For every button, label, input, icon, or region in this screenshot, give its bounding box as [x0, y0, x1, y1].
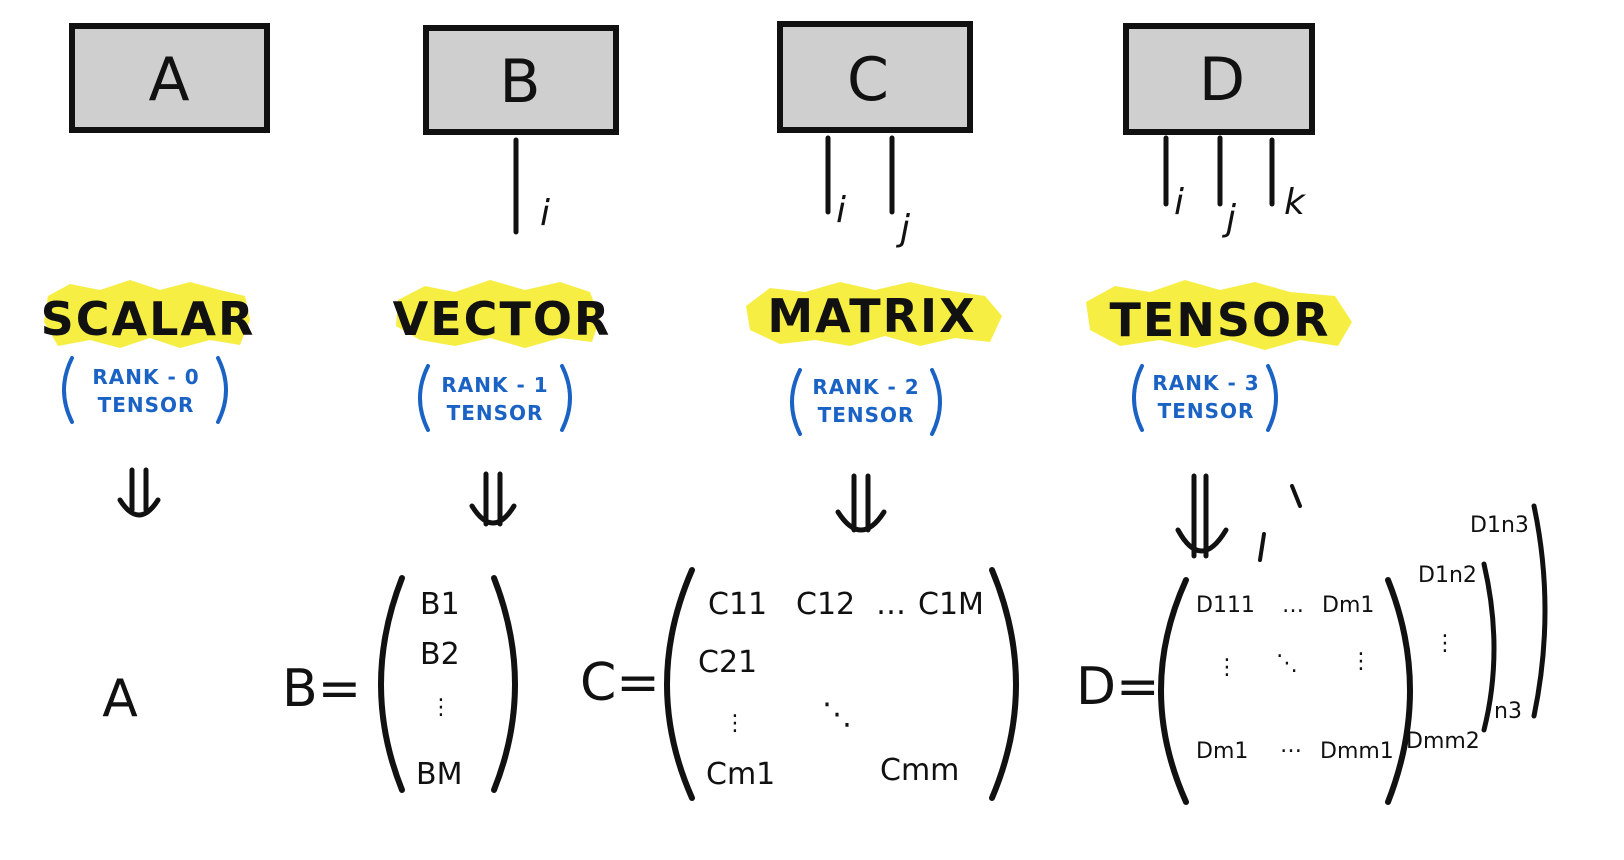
rank-paren-left-c: [790, 368, 802, 436]
tensor-dmm2: Dmm2: [1406, 729, 1480, 754]
vector-element-2: B2: [420, 637, 460, 672]
back-bracket-ticks: [1258, 484, 1302, 562]
box-c-label: C: [847, 45, 889, 115]
index-c-i: i: [836, 190, 846, 231]
matrix-paren-right: [989, 567, 1019, 801]
title-scalar: SCALAR: [41, 292, 256, 346]
rank-vector-line2: TENSOR: [447, 401, 544, 425]
box-a: [69, 23, 270, 133]
matrix-c12: C12: [796, 587, 855, 622]
index-d-k: k: [1284, 182, 1307, 223]
tensor-paren-right-mid: [1481, 561, 1497, 733]
title-matrix: MATRIX: [767, 289, 976, 343]
box-b: [423, 25, 619, 135]
rank-paren-left-a: [62, 356, 74, 424]
title-tensor: TENSOR: [1110, 293, 1331, 347]
index-b-i: i: [540, 193, 550, 234]
matrix-ddots: ⋱: [822, 697, 852, 732]
tensor-front-hdots-top: …: [1282, 593, 1304, 618]
scalar-value: A: [102, 669, 138, 729]
rank-tensor-line2: TENSOR: [1158, 399, 1255, 423]
matrix-row1-dots: …: [876, 587, 906, 622]
highlight-scalar: [44, 280, 250, 348]
highlight-matrix: [746, 282, 1002, 346]
tensor-paren-left: [1158, 577, 1189, 805]
arrow-tensor: [1175, 473, 1229, 559]
rank-matrix-line1: RANK - 2: [812, 375, 919, 399]
column-vector: B i VECTOR RANK - 1 TENSOR B= B1 B2 ⋮ BM: [282, 25, 619, 793]
box-d: [1123, 23, 1315, 135]
index-d-j: j: [1221, 198, 1236, 239]
vector-paren-right: [491, 575, 518, 793]
highlight-tensor: [1086, 280, 1352, 350]
tensor-d1n3: D1n3: [1470, 513, 1529, 538]
arrow-matrix: [835, 473, 887, 533]
vector-element-1: B1: [420, 587, 460, 622]
box-d-label: D: [1199, 45, 1245, 115]
index-c-j: j: [895, 208, 910, 249]
tensor-paren-right-front: [1385, 577, 1413, 805]
tensor-back-bottom: n3: [1494, 699, 1522, 724]
highlight-vector: [396, 280, 600, 348]
tensor-mid-vdots: ⋮: [1434, 631, 1456, 656]
index-d-i: i: [1174, 182, 1184, 223]
matrix-vdots: ⋮: [724, 711, 746, 736]
matrix-c11: C11: [708, 587, 767, 622]
vector-lhs: B=: [282, 659, 361, 719]
tensor-front-ddots: ⋱: [1276, 651, 1298, 676]
arrow-scalar: [117, 467, 161, 518]
matrix-c21: C21: [698, 645, 757, 680]
box-c: [777, 21, 973, 133]
rank-scalar-line1: RANK - 0: [92, 365, 199, 389]
matrix-c1m: C1M: [918, 587, 984, 622]
tensor-paren-right-back: [1531, 503, 1548, 719]
box-a-label: A: [148, 45, 189, 115]
column-matrix: C i j MATRIX RANK - 2 TENSOR C= C11 C12 …: [580, 21, 1019, 801]
tensor-front-hdots-bottom: …: [1280, 733, 1302, 758]
tensor-dm1-bottom: Dm1: [1196, 739, 1248, 764]
rank-paren-right-d: [1266, 364, 1278, 432]
vector-vdots: ⋮: [430, 695, 452, 720]
title-vector: VECTOR: [393, 292, 612, 346]
tensor-d111: D111: [1196, 593, 1255, 618]
vector-element-m: BM: [416, 757, 462, 792]
tensor-d1n2: D1n2: [1418, 563, 1477, 588]
matrix-cmm: Cmm: [880, 753, 959, 788]
vector-paren-left: [378, 575, 405, 793]
matrix-paren-left: [664, 567, 695, 801]
rank-paren-right-a: [216, 356, 228, 424]
rank-matrix-line2: TENSOR: [818, 403, 915, 427]
tensor-dm1-top: Dm1: [1322, 593, 1374, 618]
tensor-front-vdots-left: ⋮: [1216, 655, 1238, 680]
rank-vector-line1: RANK - 1: [441, 373, 548, 397]
matrix-lhs: C=: [580, 653, 660, 713]
rank-paren-right-b: [560, 364, 572, 432]
arrow-vector: [469, 471, 517, 527]
tensor-front-vdots-right: ⋮: [1350, 649, 1372, 674]
rank-paren-right-c: [930, 368, 942, 436]
box-b-label: B: [499, 47, 540, 117]
rank-scalar-line2: TENSOR: [98, 393, 195, 417]
tensor-lhs: D=: [1076, 657, 1160, 717]
rank-tensor-line1: RANK - 3: [1152, 371, 1259, 395]
rank-paren-left-b: [418, 364, 430, 432]
column-scalar: A SCALAR RANK - 0 TENSOR A: [41, 23, 270, 729]
tensor-dmm1: Dmm1: [1320, 739, 1394, 764]
column-tensor: D i j k TENSOR RANK - 3 TENSOR D= D111 ……: [1076, 23, 1548, 805]
matrix-cm1: Cm1: [706, 757, 775, 792]
rank-paren-left-d: [1132, 364, 1144, 432]
